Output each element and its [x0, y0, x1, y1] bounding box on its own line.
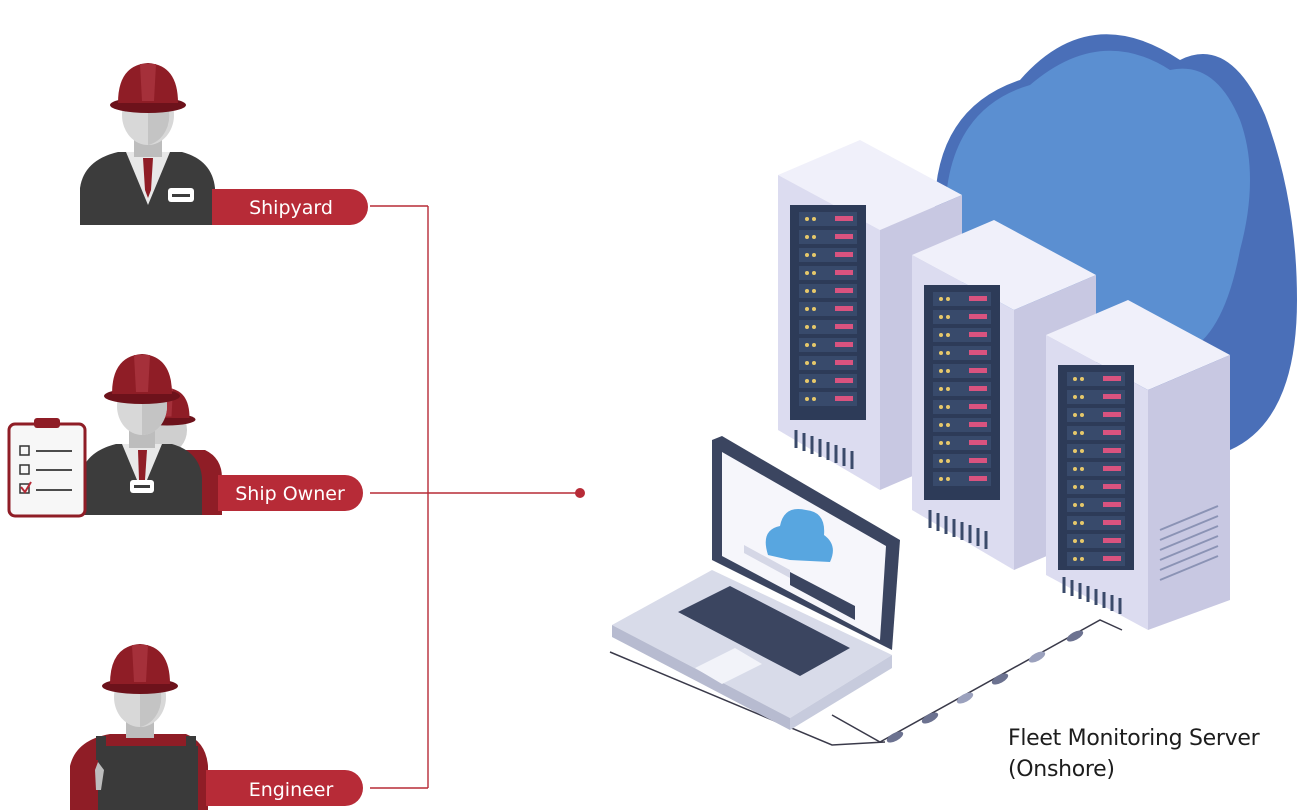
shipyard-label: Shipyard — [249, 197, 333, 219]
laptop-icon — [612, 436, 900, 730]
server-caption-line2: (Onshore) — [1008, 757, 1115, 782]
shipyard-tag: Shipyard — [212, 189, 368, 225]
server-tower-icon — [1046, 300, 1230, 630]
engineer-tag: Engineer — [206, 770, 363, 806]
ship-owner-tag: Ship Owner — [218, 475, 363, 511]
ship-owner-people-icon — [80, 354, 222, 515]
connection-dot — [575, 488, 585, 498]
network-cable — [609, 619, 1123, 746]
clipboard-icon — [7, 418, 87, 518]
connector-lines — [370, 205, 580, 789]
engineer-person-icon — [70, 644, 208, 810]
server-caption: Fleet Monitoring Server (Onshore) — [1008, 723, 1260, 785]
shipyard-person-icon — [80, 63, 215, 225]
cloud-screen-icon — [765, 509, 833, 562]
engineer-label: Engineer — [249, 779, 334, 801]
ship-owner-label: Ship Owner — [235, 483, 345, 505]
server-caption-line1: Fleet Monitoring Server — [1008, 726, 1260, 751]
